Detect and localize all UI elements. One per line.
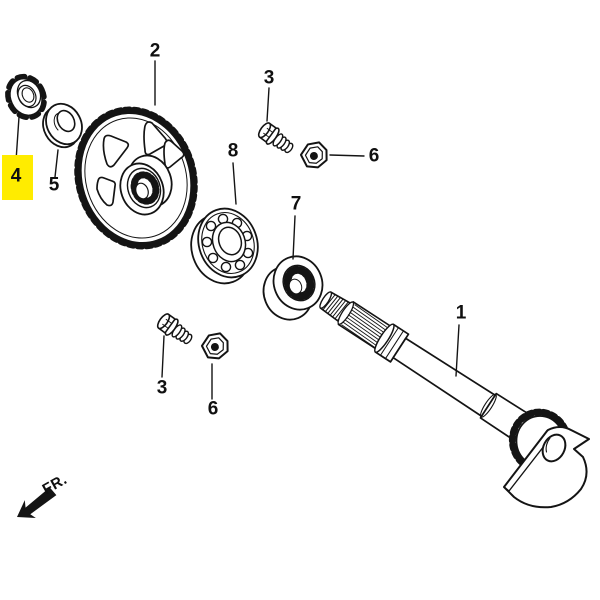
nut-castellations: [5, 73, 47, 121]
plate-hole: [210, 342, 219, 351]
shaft-splines: [341, 304, 389, 349]
callout-3-lower[interactable]: 3: [157, 378, 168, 399]
highlight-box[interactable]: [2, 155, 33, 200]
lock-nut: [5, 73, 47, 121]
gear-teeth: [74, 106, 198, 250]
balancer-driven-gear: [74, 106, 198, 250]
shaft-body: [392, 337, 497, 418]
callout-5[interactable]: 5: [49, 175, 60, 196]
gear-window: [163, 139, 185, 169]
setting-plate-upper: [299, 141, 328, 169]
flange-bolt-lower: [156, 313, 193, 345]
flange-bolt-upper: [257, 122, 294, 154]
needle-rollers: [283, 265, 315, 301]
gear-hub-splines: [130, 171, 160, 205]
fr-direction-indicator: FR.: [17, 471, 70, 518]
callout-6-upper[interactable]: 6: [369, 146, 380, 167]
leader-4: [15, 116, 20, 162]
callout-7[interactable]: 7: [291, 194, 302, 215]
bolt-head: [257, 122, 272, 139]
thrust-washer: [42, 102, 83, 149]
balancer-shaft: [319, 291, 590, 509]
callout-8[interactable]: 8: [228, 141, 239, 162]
callout-3-upper[interactable]: 3: [264, 68, 275, 89]
leader-3-lower: [161, 335, 165, 378]
leader-3-upper: [266, 87, 270, 122]
balancer-weight: [503, 426, 590, 509]
bearing-balls: [201, 213, 254, 273]
gear-window: [102, 134, 130, 168]
callout-6-lower[interactable]: 6: [208, 399, 219, 420]
ball-bearing: [190, 207, 259, 285]
plate-hole: [309, 151, 318, 160]
leader-6-upper: [329, 154, 365, 157]
bolt-head: [156, 313, 171, 330]
callout-1[interactable]: 1: [456, 303, 467, 324]
leader-7: [292, 215, 296, 260]
fr-arrow-icon: [17, 487, 57, 518]
leader-8: [232, 162, 237, 205]
balancer-weight-gear: [503, 408, 590, 509]
leader-1: [455, 324, 460, 377]
callout-2[interactable]: 2: [150, 41, 161, 62]
leader-lines: [15, 60, 460, 400]
setting-plate-lower: [200, 332, 229, 360]
needle-bearing: [262, 255, 324, 321]
callout-4[interactable]: 4: [11, 166, 22, 187]
gear-window: [96, 176, 117, 207]
leader-5: [54, 149, 59, 178]
